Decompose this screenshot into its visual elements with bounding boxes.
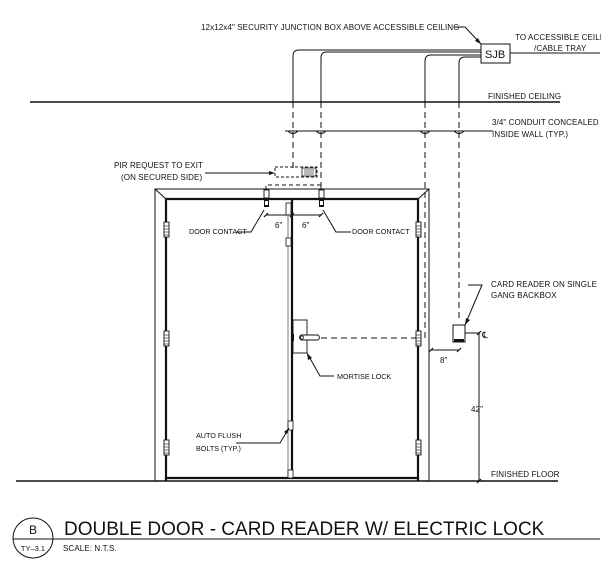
conduit-run-4: [458, 56, 481, 102]
cable-tray-label-1: TO ACCESSIBLE CEILIN: [515, 33, 601, 42]
security-junction-box: SJB TO ACCESSIBLE CEILIN /CABLE TRAY 12x…: [201, 23, 601, 64]
hinge-icon: [415, 439, 422, 456]
door-contacts: 6" 6" DOOR CONTACT DOOR CONTACT: [189, 189, 410, 236]
lever-handle-icon: [299, 334, 320, 341]
dim-reader-offset: 8": [440, 356, 448, 365]
bottom-flush-bolt: [287, 420, 294, 431]
leader-arrow-icon: [284, 428, 289, 434]
lever-rose-icon: [300, 335, 304, 340]
detail-tag: B: [29, 523, 37, 537]
conduit-tick-4: [453, 130, 465, 134]
card-reader-label-1: CARD READER ON SINGLE: [491, 280, 597, 289]
hinge-icon: [163, 221, 170, 238]
frame-miter-right: [417, 188, 430, 200]
flush-bolts-label-1: AUTO FLUSH: [196, 431, 241, 440]
door-contact-left-leader: [236, 209, 265, 233]
card-reader-leader: [464, 284, 483, 326]
leader-arrow-icon: [307, 353, 312, 360]
door-contact-right-icon: [318, 189, 325, 207]
conduit-label-2: INSIDE WALL (TYP.): [492, 130, 568, 139]
top-flush-bolt-keeper: [285, 237, 292, 247]
bottom-flush-bolt-keeper: [287, 469, 294, 479]
hinge-icon: [163, 330, 170, 347]
pir-label-2: (ON SECURED SIDE): [121, 173, 202, 182]
flush-bolts-leader: [236, 427, 290, 444]
finished-ceiling-label: FINISHED CEILING: [488, 92, 561, 101]
dim-tick: [289, 212, 295, 218]
conduit-run-2: [320, 51, 481, 102]
door-contact-right-leader: [322, 209, 351, 233]
centerline-symbol: ℄: [481, 330, 488, 340]
lock-cylinder-icon: [291, 334, 294, 341]
hinge-icon: [415, 221, 422, 238]
dim-tick: [318, 212, 324, 218]
finished-floor: FINISHED FLOOR: [16, 470, 560, 482]
conduit-tick-2: [315, 130, 327, 134]
junction-box-leader: [454, 26, 482, 45]
hinge-icon: [415, 330, 422, 347]
contact-wiring: [265, 184, 322, 190]
dim-tick: [476, 330, 482, 336]
sjb-label: SJB: [485, 49, 505, 61]
title-block: B TY–3.1 DOUBLE DOOR - CARD READER W/ EL…: [12, 517, 600, 559]
finished-ceiling: FINISHED CEILING: [30, 92, 561, 103]
dim-tick: [456, 347, 462, 353]
pir-label-1: PIR REQUEST TO EXIT: [114, 161, 203, 170]
hinges: [163, 221, 422, 456]
conduit-run-3: [424, 54, 481, 102]
card-reader-label-2: GANG BACKBOX: [491, 291, 557, 300]
leader-arrow-icon: [465, 318, 470, 325]
conduit-tick-1: [287, 130, 299, 134]
door-contact-right-label: DOOR CONTACT: [352, 227, 410, 236]
dim-reader-height: 42": [471, 405, 483, 414]
flush-bolts-label-2: BOLTS (TYP.): [196, 444, 241, 453]
mortise-lock-leader: [306, 352, 334, 377]
drawing-title: DOUBLE DOOR - CARD READER W/ ELECTRIC LO…: [64, 519, 545, 540]
conduit-run-1: [292, 49, 481, 102]
cable-tray-label-2: /CABLE TRAY: [534, 44, 587, 53]
dim-contact-left: 6": [275, 221, 283, 230]
mortise-lock-label: MORTISE LOCK: [337, 372, 391, 381]
conduit-tick-3: [419, 130, 431, 134]
pir-device: [274, 166, 318, 178]
dim-tick: [263, 212, 269, 218]
card-reader-slot-icon: [454, 339, 464, 342]
dim-tick: [428, 347, 434, 353]
conduit-label-1: 3/4" CONDUIT CONCEALED: [492, 118, 599, 127]
dim-contact-right: 6": [302, 221, 310, 230]
finished-floor-label: FINISHED FLOOR: [491, 470, 560, 479]
door-contact-left-label: DOOR CONTACT: [189, 227, 247, 236]
leader-arrow-icon: [269, 171, 275, 175]
card-reader: ℄ CARD READER ON SINGLE GANG BACKBOX 8" …: [428, 280, 597, 484]
detail-bubble: [12, 517, 54, 559]
conduit-concealed: 3/4" CONDUIT CONCEALED INSIDE WALL (TYP.…: [285, 102, 599, 340]
conduit-runs: [292, 49, 481, 102]
sheet-reference: TY–3.1: [21, 544, 45, 553]
drawing-scale: SCALE: N.T.S.: [63, 544, 117, 553]
top-flush-bolt: [285, 202, 292, 216]
auto-flush-bolts: AUTO FLUSH BOLTS (TYP.): [196, 427, 290, 453]
frame-miter-left: [154, 188, 167, 200]
door-contact-left-icon: [263, 189, 270, 207]
hinge-icon: [163, 439, 170, 456]
junction-box-label: 12x12x4" SECURITY JUNCTION BOX ABOVE ACC…: [201, 23, 460, 32]
leader-arrow-icon: [475, 38, 481, 44]
pir-request-to-exit: PIR REQUEST TO EXIT (ON SECURED SIDE): [114, 161, 322, 190]
mortise-lock: MORTISE LOCK: [291, 319, 416, 381]
